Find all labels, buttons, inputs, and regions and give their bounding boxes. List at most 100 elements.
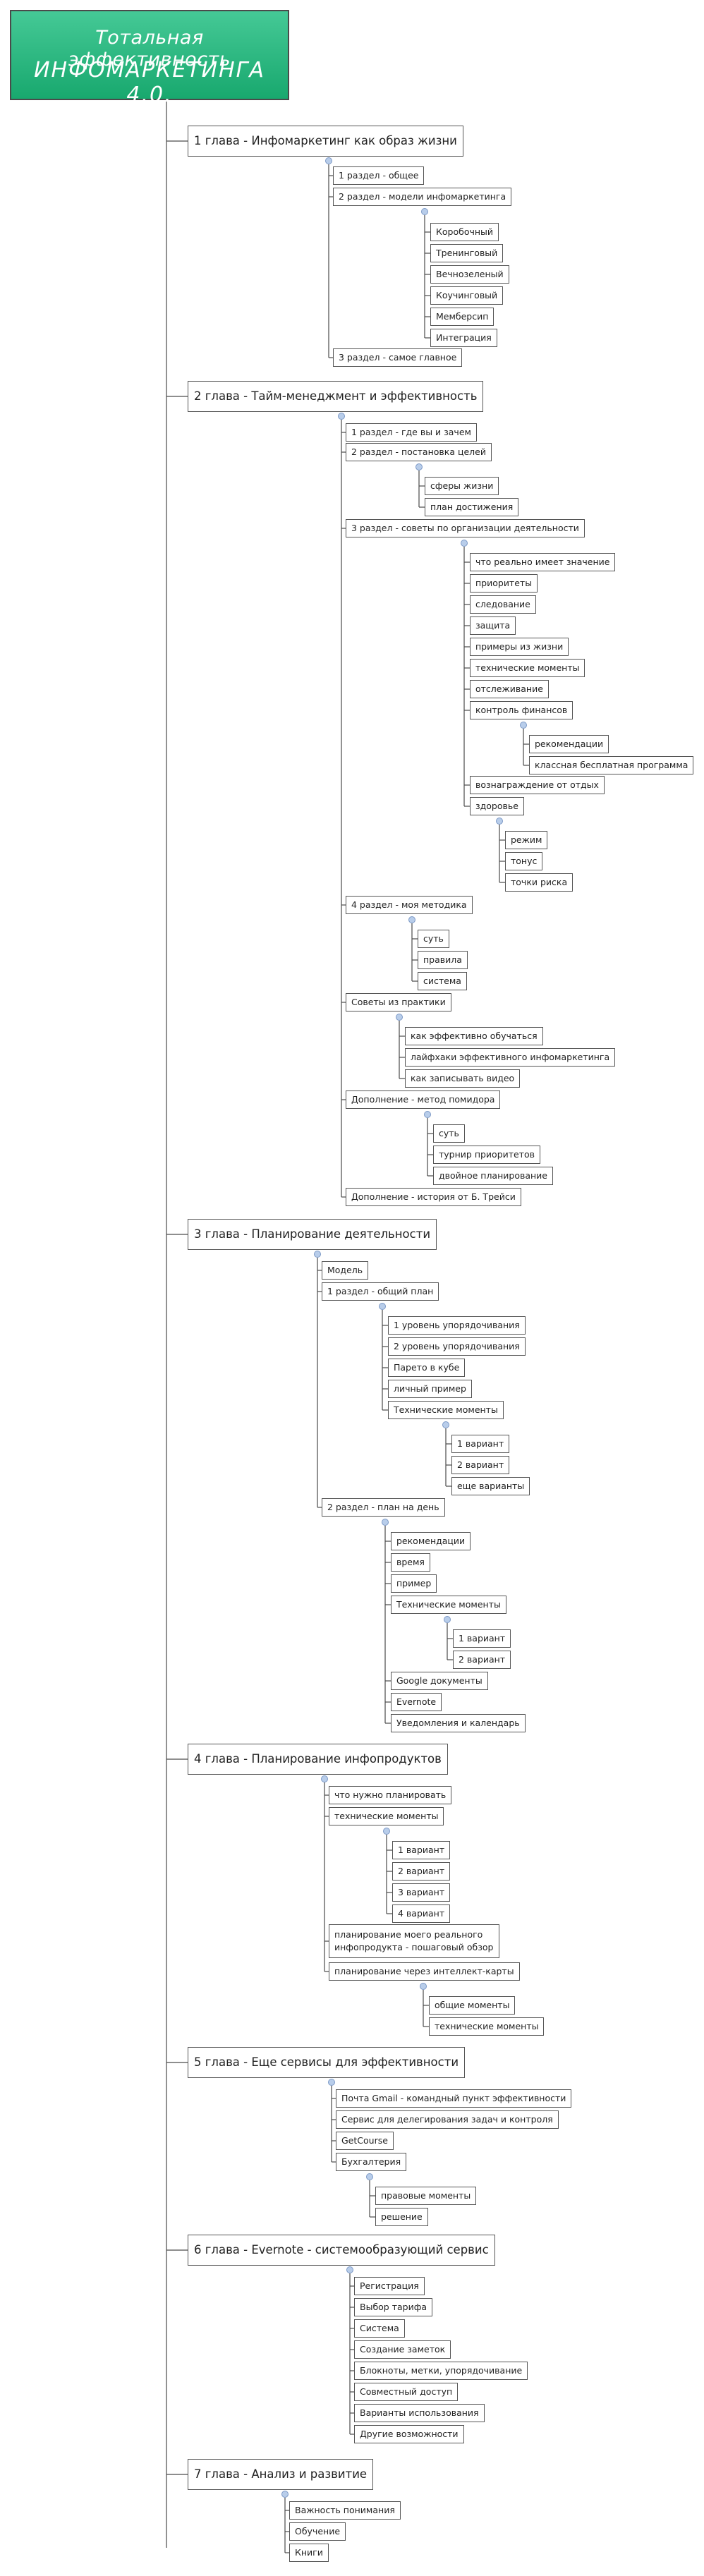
topic-node-c3-3-4[interactable]: Технические моменты: [391, 1596, 506, 1614]
topic-node-c3-3-5[interactable]: Google документы: [391, 1672, 488, 1690]
topic-node-c5-3[interactable]: GetCourse: [336, 2132, 394, 2150]
topic-node-c4-1[interactable]: что нужно планировать: [329, 1786, 452, 1804]
topic-node-c2-2[interactable]: 2 раздел - постановка целей: [346, 443, 492, 461]
topic-node-c3-3-2[interactable]: время: [391, 1553, 430, 1572]
topic-node-c2-3-3[interactable]: следование: [470, 595, 536, 614]
collapse-connector-icon[interactable]: [281, 2491, 289, 2498]
topic-node-c4-2[interactable]: технические моменты: [329, 1807, 444, 1825]
topic-node-c3-2-4[interactable]: личный пример: [388, 1380, 472, 1398]
topic-node-c2-4-1[interactable]: суть: [418, 930, 449, 948]
topic-node-c7-3[interactable]: Книги: [289, 2544, 329, 2562]
collapse-connector-icon[interactable]: [424, 1111, 431, 1118]
topic-node-c7-2[interactable]: Обучение: [289, 2522, 346, 2541]
topic-node-c2-2-1[interactable]: сферы жизни: [425, 477, 499, 495]
topic-node-c6-3[interactable]: Система: [354, 2319, 405, 2338]
collapse-connector-icon[interactable]: [461, 540, 468, 547]
topic-node-c3-3-4-1[interactable]: 1 вариант: [453, 1629, 511, 1648]
topic-node-c2-6-2[interactable]: турнир приоритетов: [433, 1146, 541, 1164]
collapse-connector-icon[interactable]: [496, 818, 503, 825]
topic-node-c2-4-2[interactable]: правила: [418, 951, 468, 969]
topic-node-c3-2[interactable]: 1 раздел - общий план: [322, 1282, 439, 1301]
chapter-node-3[interactable]: 3 глава - Планирование деятельности: [188, 1219, 437, 1250]
topic-node-c3-2-1[interactable]: 1 уровень упорядочивания: [388, 1316, 526, 1335]
topic-node-c6-8[interactable]: Другие возможности: [354, 2425, 464, 2443]
topic-node-c2-3-8[interactable]: контроль финансов: [470, 701, 573, 719]
topic-node-c6-4[interactable]: Создание заметок: [354, 2340, 451, 2359]
topic-node-c2-3[interactable]: 3 раздел - советы по организации деятель…: [346, 519, 585, 537]
chapter-node-7[interactable]: 7 глава - Анализ и развитие: [188, 2459, 374, 2490]
topic-node-c3-1[interactable]: Модель: [322, 1261, 369, 1280]
topic-node-c3-2-5-2[interactable]: 2 вариант: [451, 1456, 510, 1474]
topic-node-c2-6[interactable]: Дополнение - метод помидора: [346, 1090, 501, 1109]
collapse-connector-icon[interactable]: [421, 208, 428, 215]
collapse-connector-icon[interactable]: [338, 413, 345, 420]
topic-node-c5-4-1[interactable]: правовые моменты: [375, 2187, 477, 2205]
topic-node-c3-2-5-3[interactable]: еще варианты: [451, 1477, 530, 1495]
topic-node-c2-5-1[interactable]: как эффективно обучаться: [405, 1027, 543, 1045]
topic-node-c3-3-3[interactable]: пример: [391, 1574, 437, 1593]
collapse-connector-icon[interactable]: [415, 463, 423, 470]
topic-node-c2-6-1[interactable]: суть: [433, 1124, 465, 1143]
topic-node-c3-3-6[interactable]: Evernote: [391, 1693, 442, 1711]
collapse-connector-icon[interactable]: [346, 2266, 353, 2273]
topic-node-c1-2-5[interactable]: Мемберсип: [430, 308, 494, 326]
collapse-connector-icon[interactable]: [396, 1014, 403, 1021]
topic-node-c2-3-4[interactable]: защита: [470, 616, 516, 635]
topic-node-c2-5[interactable]: Советы из практики: [346, 993, 451, 1011]
topic-node-c2-5-2[interactable]: лайфхаки эффективного инфомаркетинга: [405, 1048, 616, 1067]
topic-node-c2-3-9[interactable]: вознаграждение от отдых: [470, 776, 605, 794]
topic-node-c5-1[interactable]: Почта Gmail - командный пункт эффективно…: [336, 2089, 572, 2108]
collapse-connector-icon[interactable]: [382, 1519, 389, 1526]
collapse-connector-icon[interactable]: [444, 1616, 451, 1623]
chapter-node-6[interactable]: 6 глава - Evernote - системообразующий с…: [188, 2235, 495, 2266]
topic-node-c2-3-1[interactable]: что реально имеет значение: [470, 553, 616, 571]
topic-node-c2-3-5[interactable]: примеры из жизни: [470, 638, 569, 656]
topic-node-c6-6[interactable]: Совместный доступ: [354, 2383, 459, 2401]
topic-node-c2-3-10-1[interactable]: режим: [505, 831, 548, 849]
topic-node-c5-4[interactable]: Бухгалтерия: [336, 2153, 407, 2171]
collapse-connector-icon[interactable]: [379, 1303, 386, 1310]
topic-node-c1-2-6[interactable]: Интеграция: [430, 329, 497, 347]
topic-node-c5-2[interactable]: Сервис для делегирования задач и контрол…: [336, 2110, 559, 2129]
collapse-connector-icon[interactable]: [328, 2079, 335, 2086]
topic-node-c2-3-8-1[interactable]: рекомендации: [529, 735, 609, 753]
topic-node-c4-4-2[interactable]: технические моменты: [429, 2017, 545, 2036]
topic-node-c4-2-4[interactable]: 4 вариант: [392, 1904, 451, 1923]
topic-node-c6-7[interactable]: Варианты использования: [354, 2404, 485, 2422]
topic-node-c1-2-3[interactable]: Вечнозеленый: [430, 265, 509, 284]
chapter-node-2[interactable]: 2 глава - Тайм-менеджмент и эффективност…: [188, 381, 484, 412]
collapse-connector-icon[interactable]: [408, 916, 415, 923]
topic-node-c2-1[interactable]: 1 раздел - где вы и зачем: [346, 423, 477, 442]
topic-node-c3-2-5[interactable]: Технические моменты: [388, 1401, 504, 1419]
topic-node-c4-4-1[interactable]: общие моменты: [429, 1996, 516, 2015]
topic-node-c3-3-1[interactable]: рекомендации: [391, 1532, 471, 1550]
topic-node-c1-2-2[interactable]: Тренинговый: [430, 244, 504, 262]
topic-node-c1-2-1[interactable]: Коробочный: [430, 223, 499, 241]
topic-node-c4-2-1[interactable]: 1 вариант: [392, 1841, 451, 1859]
chapter-node-1[interactable]: 1 глава - Инфомаркетинг как образ жизни: [188, 126, 463, 157]
topic-node-c2-5-3[interactable]: как записывать видео: [405, 1069, 521, 1088]
collapse-connector-icon[interactable]: [442, 1421, 449, 1428]
topic-node-c6-5[interactable]: Блокноты, метки, упорядочивание: [354, 2362, 528, 2380]
topic-node-c6-2[interactable]: Выбор тарифа: [354, 2298, 433, 2316]
topic-node-c3-2-3[interactable]: Парето в кубе: [388, 1359, 466, 1377]
chapter-node-5[interactable]: 5 глава - Еще сервисы для эффективности: [188, 2047, 466, 2078]
topic-node-c2-3-7[interactable]: отслеживание: [470, 680, 549, 698]
topic-node-c1-1[interactable]: 1 раздел - общее: [333, 166, 425, 185]
topic-node-c2-4[interactable]: 4 раздел - моя методика: [346, 896, 473, 914]
collapse-connector-icon[interactable]: [420, 1983, 427, 1990]
topic-node-c2-3-6[interactable]: технические моменты: [470, 659, 585, 677]
collapse-connector-icon[interactable]: [520, 722, 527, 729]
topic-node-c7-1[interactable]: Важность понимания: [289, 2501, 401, 2520]
topic-node-c1-2[interactable]: 2 раздел - модели инфомаркетинга: [333, 188, 512, 206]
topic-node-c2-7[interactable]: Дополнение - история от Б. Трейси: [346, 1188, 521, 1206]
topic-node-c6-1[interactable]: Регистрация: [354, 2277, 425, 2295]
topic-node-c2-3-10-2[interactable]: тонус: [505, 852, 543, 870]
topic-node-c1-2-4[interactable]: Коучинговый: [430, 286, 504, 305]
topic-node-c2-3-10[interactable]: здоровье: [470, 797, 524, 815]
collapse-connector-icon[interactable]: [325, 157, 332, 164]
topic-node-c2-2-2[interactable]: план достижения: [425, 498, 519, 516]
collapse-connector-icon[interactable]: [383, 1828, 390, 1835]
topic-node-c3-2-5-1[interactable]: 1 вариант: [451, 1435, 510, 1453]
topic-node-c4-2-2[interactable]: 2 вариант: [392, 1862, 451, 1881]
